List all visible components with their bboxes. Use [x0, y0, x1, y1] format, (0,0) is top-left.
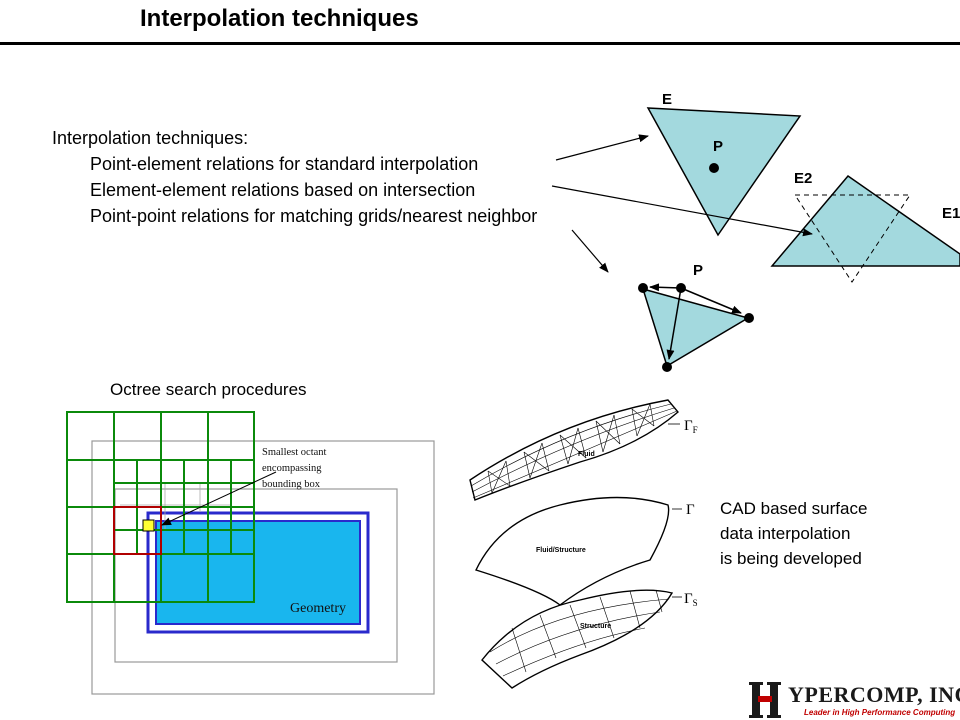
arrow-element-element — [551, 185, 813, 237]
octant-pointer — [161, 471, 277, 526]
label-p-top: P — [713, 138, 724, 155]
cad-line: CAD based surface — [720, 499, 868, 518]
svg-text:Fluid/Structure: Fluid/Structure — [536, 547, 586, 554]
gamma-f-label: ΓF — [684, 418, 698, 435]
gamma-s-label: ΓS — [684, 591, 698, 608]
geometry-shape — [155, 520, 361, 625]
label-p-bottom: P — [693, 262, 704, 279]
cad-line: data interpolation — [720, 524, 851, 543]
point-p-top — [709, 163, 719, 173]
logo-h-icon — [749, 682, 781, 718]
intro-item-point-element: Point-element relations for standard int… — [90, 154, 479, 174]
nn-arrow-down — [666, 287, 682, 360]
bounding-box-marker — [142, 519, 155, 532]
svg-text:Structure: Structure — [580, 623, 611, 630]
octant-annotation: Smallest octant encompassing bounding bo… — [262, 447, 329, 490]
intro-list: Interpolation techniques: Point-element … — [52, 125, 537, 229]
geometry-label: Geometry — [290, 601, 346, 616]
nearest-neighbor-triangle — [641, 287, 750, 368]
surface-fluid: Fluid — [469, 399, 679, 501]
grid-node — [744, 313, 754, 323]
nn-arrow-right — [680, 287, 742, 314]
cad-line: is being developed — [720, 549, 862, 568]
octree-caption: Octree search procedures — [110, 380, 307, 399]
label-e1: E1 — [942, 205, 960, 222]
surface-structure: Structure — [481, 589, 674, 689]
label-e: E — [662, 91, 673, 108]
logo-tagline: Leader in High Performance Computing — [804, 708, 956, 717]
grid-node — [662, 362, 672, 372]
intro-heading: Interpolation techniques: — [52, 128, 249, 148]
svg-text:Fluid: Fluid — [578, 451, 595, 458]
arrow-point-element — [555, 134, 649, 161]
nn-arrow-left — [649, 283, 682, 292]
element-triangle-e — [646, 107, 802, 237]
gamma-label: Γ — [686, 502, 695, 518]
arrow-point-point — [571, 229, 609, 273]
hypercomp-logo: YPERCOMP, INC. Leader in High Performanc… — [748, 680, 960, 720]
point-p-bottom — [676, 283, 686, 293]
surface-fluid-structure: Fluid/Structure — [475, 496, 670, 606]
element-triangle-e1 — [770, 174, 960, 267]
octree-figure — [66, 411, 435, 695]
title-rule — [0, 42, 960, 45]
intro-item-element-element: Element-element relations based on inter… — [90, 180, 476, 200]
label-e2: E2 — [794, 170, 813, 187]
logo-name: YPERCOMP, INC. — [788, 682, 960, 707]
grid-node — [638, 283, 648, 293]
element-triangle-e2 — [794, 194, 911, 283]
intro-item-point-point: Point-point relations for matching grids… — [90, 206, 538, 226]
cad-note: CAD based surface data interpolation is … — [720, 496, 867, 571]
page-title: Interpolation techniques — [140, 5, 419, 32]
